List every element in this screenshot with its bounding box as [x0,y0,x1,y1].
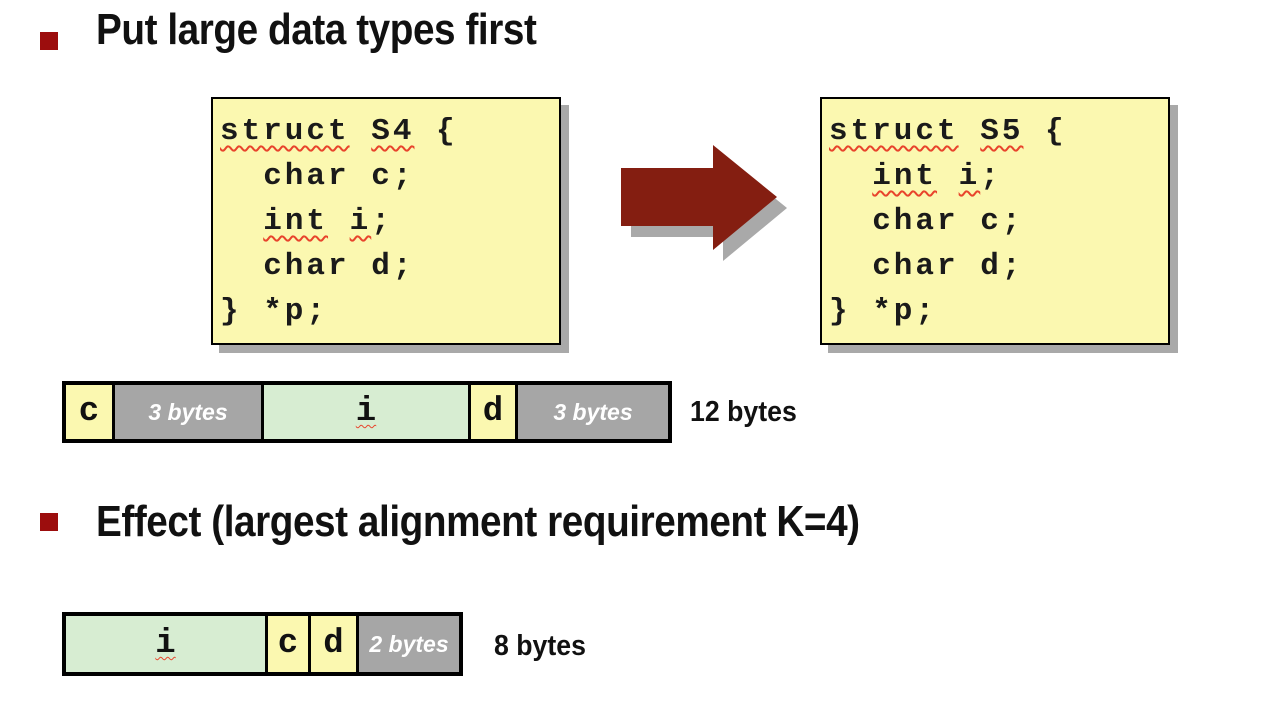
cell-label: c [78,393,100,431]
code-line: char c; [829,204,1024,239]
byte-cell-d: d [471,385,515,439]
code-token: int [872,159,938,194]
code-token: { [414,114,458,149]
cell-label: d [482,393,504,431]
byte-cell-c: c [268,616,308,672]
code-token [350,114,372,149]
code-token: struct [220,114,350,149]
total-size-label-s5: 8 bytes [494,630,586,662]
code-line: struct S5 { [829,109,1162,154]
code-box-struct-s4: struct S4 { char c; int i; char d; } *p; [211,97,561,345]
code-token: int [263,204,329,239]
code-line: char d; [220,249,415,284]
byte-cell-i: i [66,616,265,672]
byte-cell-c: c [66,385,112,439]
code-line: struct S4 { [220,109,553,154]
memory-layout-s4: c 3 bytes i d 3 bytes [62,381,672,443]
cell-label: c [277,625,299,663]
pad-cell-3bytes: 3 bytes [518,385,668,439]
cell-label: 3 bytes [553,398,633,425]
code-box-struct-s5: struct S5 { int i; char c; char d; } *p; [820,97,1170,345]
code-token [220,204,263,239]
total-size-label-s4: 12 bytes [690,396,797,428]
code-token: S5 [980,114,1024,149]
code-token [328,204,350,239]
byte-cell-d: d [311,616,356,672]
code-line: char c; [220,159,415,194]
code-token [829,159,872,194]
cell-label: 3 bytes [148,398,228,425]
cell-label: 2 bytes [369,630,449,657]
code-line: int i; [829,154,1162,199]
heading-effect-k4: Effect (largest alignment requirement K=… [96,497,860,546]
code-line: int i; [220,199,553,244]
code-token: ; [371,204,393,239]
code-token [959,114,981,149]
right-arrow-icon [621,141,797,263]
bullet-square-icon [40,513,58,531]
code-line: } *p; [220,294,329,329]
code-line: char d; [829,249,1024,284]
cell-label: d [323,625,344,663]
pad-cell-3bytes: 3 bytes [115,385,261,439]
byte-cell-i: i [264,385,468,439]
code-token: struct [829,114,959,149]
code-token: { [1023,114,1067,149]
bullet-square-icon [40,32,58,50]
heading-put-large-first: Put large data types first [96,5,537,54]
memory-layout-s5: i c d 2 bytes [62,612,463,676]
code-token: S4 [371,114,415,149]
code-line: } *p; [829,294,938,329]
code-token: i [349,204,372,239]
cell-label: i [155,625,176,663]
code-token: ; [980,159,1002,194]
code-token [937,159,959,194]
cell-label: i [355,393,377,431]
code-token: i [958,159,981,194]
pad-cell-2bytes: 2 bytes [359,616,459,672]
